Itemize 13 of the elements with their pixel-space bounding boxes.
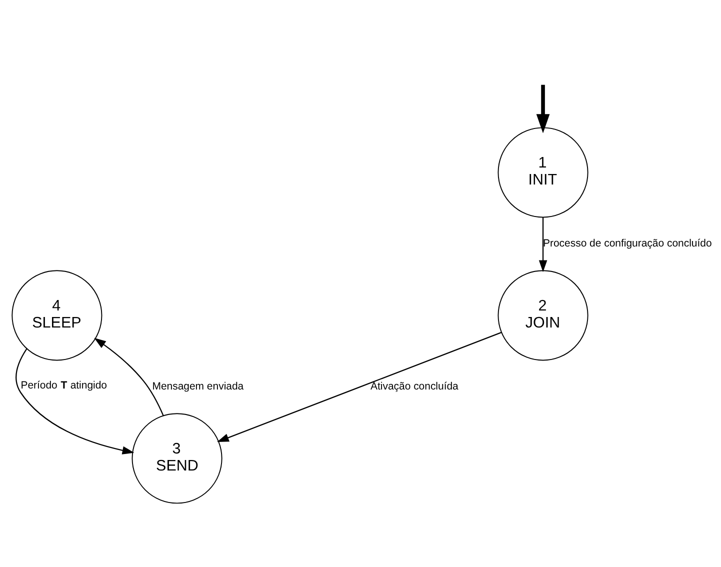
arrow <box>94 338 164 416</box>
edge-label: Ativação concluída <box>370 382 458 393</box>
arrow <box>536 84 550 134</box>
arrow <box>217 332 502 442</box>
edge-label: Processo de configuração concluído <box>543 238 712 250</box>
arrow <box>16 348 134 454</box>
arrow <box>538 217 548 272</box>
node-circle: 3 SEND <box>132 413 222 504</box>
edge-label: Período T atingido <box>20 380 108 392</box>
node-circle: 1 INIT <box>498 127 588 218</box>
node-circle: 4 SLEEP <box>12 270 102 361</box>
edge-label: Mensagem enviada <box>152 382 244 393</box>
node-circle: 2 JOIN <box>498 270 588 361</box>
